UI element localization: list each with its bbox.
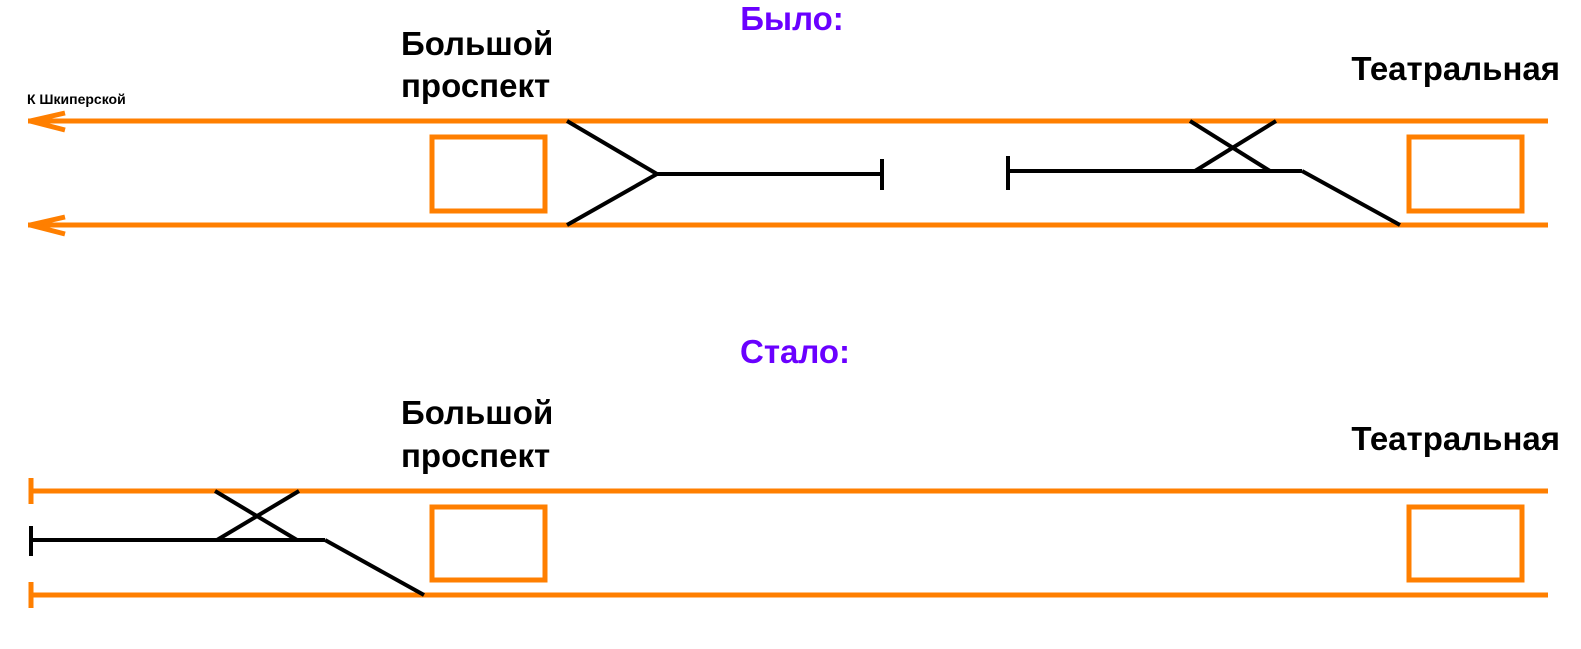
- station-label-bolshoy: Большой: [401, 25, 553, 62]
- switch-teatralnaya: [1301, 169, 1401, 227]
- crossover: [1188, 119, 1272, 173]
- station-label-teatralnaya: Театральная: [1351, 420, 1560, 457]
- station-label-prospekt: проспект: [401, 67, 550, 104]
- platform-teatralnaya: [1406, 504, 1525, 583]
- after-title: Стало:: [740, 333, 850, 370]
- switch-bolshoy: [324, 538, 425, 597]
- after-section: Стало: Большой проспект Театральная: [28, 333, 1560, 608]
- crossover: [1193, 119, 1278, 173]
- before-title: Было:: [740, 0, 844, 37]
- station-label-bolshoy: Большой: [401, 394, 553, 431]
- station-label-teatralnaya: Театральная: [1351, 50, 1560, 87]
- arrow-left-icon: [29, 214, 66, 237]
- platform-teatralnaya: [1406, 134, 1525, 214]
- before-section: Было: Большой проспект Театральная К Шки…: [27, 0, 1560, 237]
- switch-bolshoy: [565, 119, 661, 227]
- direction-label: К Шкиперской: [27, 91, 126, 107]
- arrow-left-icon: [29, 110, 66, 133]
- station-label-prospekt: проспект: [401, 437, 550, 474]
- platform-bolshoy: [429, 134, 548, 214]
- crossover: [215, 489, 301, 542]
- platform-bolshoy: [429, 504, 548, 583]
